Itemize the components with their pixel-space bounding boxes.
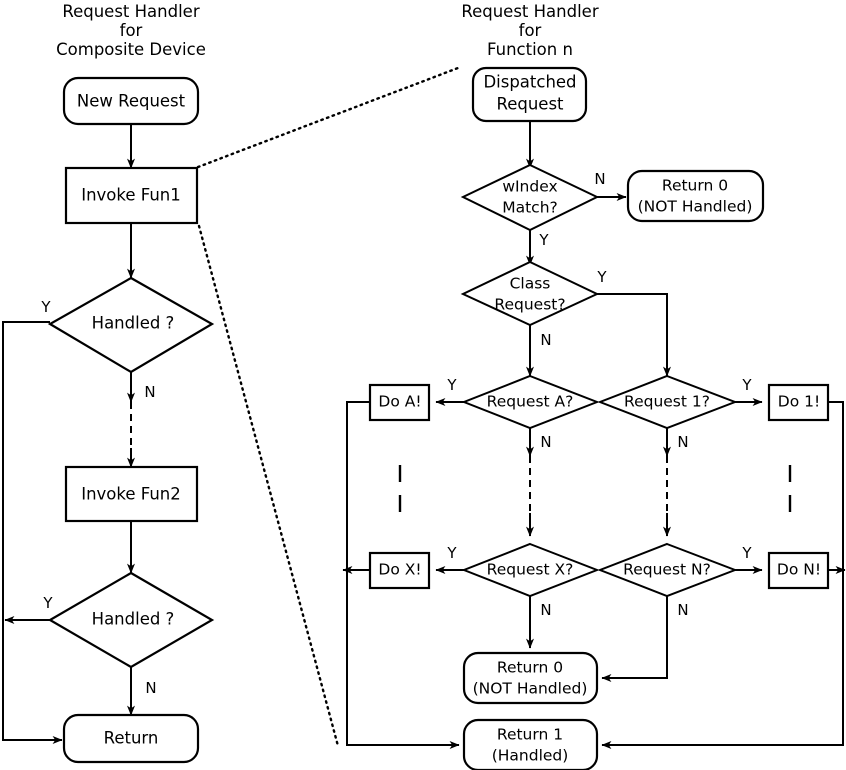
label-dispatched-line2: Request (496, 95, 564, 114)
label-return0-top-line1: Return 0 (662, 177, 728, 195)
right-title-line1: Request Handler (461, 2, 598, 21)
label-request-1: Request 1? (624, 393, 710, 411)
edge-class-yes-to-request1 (597, 293, 671, 377)
edgelabel-windex-yes: Y (538, 231, 549, 249)
label-handled-1: Handled ? (92, 314, 175, 333)
node-return0-top[interactable] (626, 169, 765, 223)
label-return0-top-line2: (NOT Handled) (638, 198, 753, 216)
node-do-a[interactable] (368, 383, 431, 422)
edgelabel-requesta-no: N (540, 433, 551, 451)
node-new-request[interactable] (62, 76, 200, 126)
label-do-1: Do 1! (778, 393, 820, 411)
label-return: Return (104, 729, 159, 748)
label-handled-2: Handled ? (92, 610, 175, 629)
node-handled-2[interactable] (47, 571, 215, 669)
label-return0-bottom-line1: Return 0 (497, 659, 563, 677)
edge-requestn-no-to-return0 (601, 596, 668, 682)
label-return0-bottom-line2: (NOT Handled) (473, 680, 588, 698)
node-windex-match[interactable] (460, 163, 600, 232)
callout-guide-bottom (197, 224, 340, 748)
edgelabel-requestn-no: N (677, 601, 688, 619)
node-return1-bottom[interactable] (462, 718, 599, 770)
left-title-line1: Request Handler (62, 2, 199, 21)
node-do-n[interactable] (767, 551, 830, 590)
label-new-request: New Request (77, 92, 186, 111)
node-do-1[interactable] (767, 383, 830, 422)
label-invoke-fun1: Invoke Fun1 (81, 186, 181, 205)
label-request-a: Request A? (487, 393, 574, 411)
edgelabel-class-no: N (540, 331, 551, 349)
edgelabel-request1-yes: Y (741, 376, 752, 394)
right-title-line2: for (519, 21, 542, 40)
label-class-line1: Class (510, 275, 551, 293)
edgelabel-windex-no: N (594, 170, 605, 188)
node-return0-bottom[interactable] (462, 651, 599, 705)
label-do-n: Do N! (777, 561, 821, 579)
edgelabel-request1-no: N (677, 433, 688, 451)
edgelabel-requestx-no: N (540, 601, 551, 619)
node-dispatched-request[interactable] (471, 66, 588, 123)
edge-handled1-yes-rail (2, 321, 63, 744)
node-return[interactable] (62, 713, 200, 764)
node-request-x[interactable] (461, 542, 600, 598)
edgelabel-handled2-no: N (145, 679, 156, 697)
label-invoke-fun2: Invoke Fun2 (81, 485, 181, 504)
edgelabel-handled1-no: N (144, 383, 155, 401)
right-title-line3: Function n (487, 40, 573, 59)
label-do-x: Do X! (378, 561, 421, 579)
label-return1-bottom-line1: Return 1 (497, 726, 563, 744)
edgelabel-requestx-yes: Y (446, 544, 457, 562)
node-invoke-fun2[interactable] (64, 465, 199, 523)
label-request-n: Request N? (623, 561, 711, 579)
edgelabel-handled1-yes: Y (40, 298, 51, 316)
edgelabel-class-yes: Y (596, 268, 607, 286)
label-windex-line1: wIndex (502, 178, 557, 196)
node-request-1[interactable] (597, 374, 738, 430)
label-class-line2: Request? (494, 296, 565, 314)
edgelabel-requestn-yes: Y (741, 544, 752, 562)
node-class-request[interactable] (460, 260, 600, 327)
node-invoke-fun1[interactable] (64, 166, 199, 225)
callout-guide-top (196, 66, 460, 169)
label-do-a: Do A! (378, 393, 421, 411)
label-windex-line2: Match? (502, 199, 558, 217)
label-request-x: Request X? (487, 561, 574, 579)
node-request-n[interactable] (597, 542, 738, 598)
label-return1-bottom-line2: (Handled) (492, 747, 569, 765)
edgelabel-requesta-yes: Y (446, 376, 457, 394)
node-do-x[interactable] (368, 551, 431, 590)
edgelabel-handled2-yes: Y (42, 594, 53, 612)
left-title-line2: for (120, 21, 143, 40)
label-dispatched-line1: Dispatched (483, 73, 576, 92)
node-request-a[interactable] (461, 374, 600, 430)
node-handled-1[interactable] (47, 276, 215, 374)
left-title-line3: Composite Device (56, 40, 206, 59)
